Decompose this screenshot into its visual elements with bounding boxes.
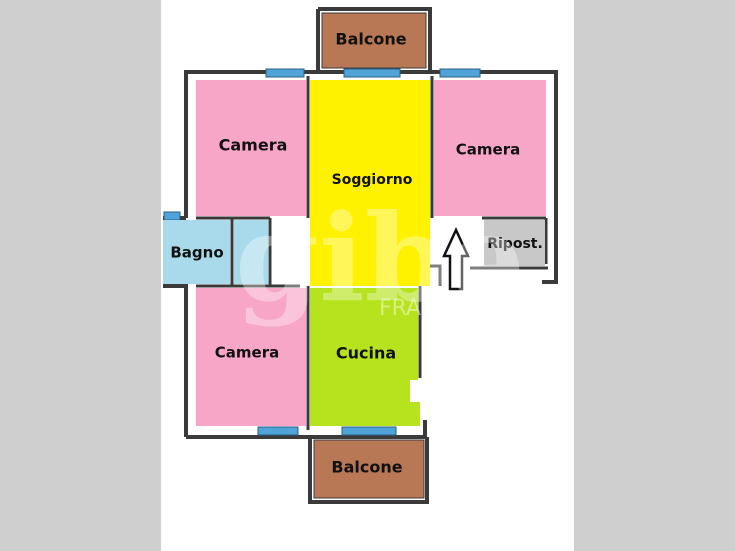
windows — [163, 68, 481, 436]
bagno-label: Bagno — [170, 244, 223, 262]
window — [257, 426, 299, 436]
balcone-bottom-label: Balcone — [331, 458, 402, 477]
camera-bottom-left-room — [196, 288, 306, 426]
cucina-label: Cucina — [336, 344, 396, 363]
bagno-room — [163, 220, 230, 284]
camera-top-right-room — [434, 80, 546, 216]
camera-top-left-label: Camera — [219, 136, 288, 155]
camera-bottom-left-label: Camera — [215, 344, 279, 362]
cucina-room — [310, 288, 420, 426]
entrance-arrow-icon — [442, 227, 470, 291]
camera-top-right-label: Camera — [456, 141, 520, 159]
left-band — [0, 0, 161, 551]
soggiorno-room — [310, 80, 430, 286]
ripost-room — [484, 220, 545, 266]
ripost-label: Ripost. — [487, 236, 543, 252]
window — [343, 68, 401, 78]
balcone-bottom-room — [313, 439, 425, 499]
window — [341, 426, 397, 436]
soggiorno-label: Soggiorno — [332, 172, 413, 188]
window — [439, 68, 481, 78]
walls — [163, 7, 558, 504]
logo-watermark-icon: gibe FRA — [235, 188, 525, 329]
window — [265, 68, 305, 78]
balcone-top-room — [321, 12, 427, 69]
window — [163, 211, 181, 221]
svg-text:FRA: FRA — [379, 296, 421, 321]
camera-top-left-room — [196, 80, 306, 216]
bagno-closet — [234, 220, 268, 284]
right-band — [574, 0, 735, 551]
svg-text:gibe: gibe — [235, 188, 525, 329]
balcone-top-label: Balcone — [335, 30, 406, 49]
